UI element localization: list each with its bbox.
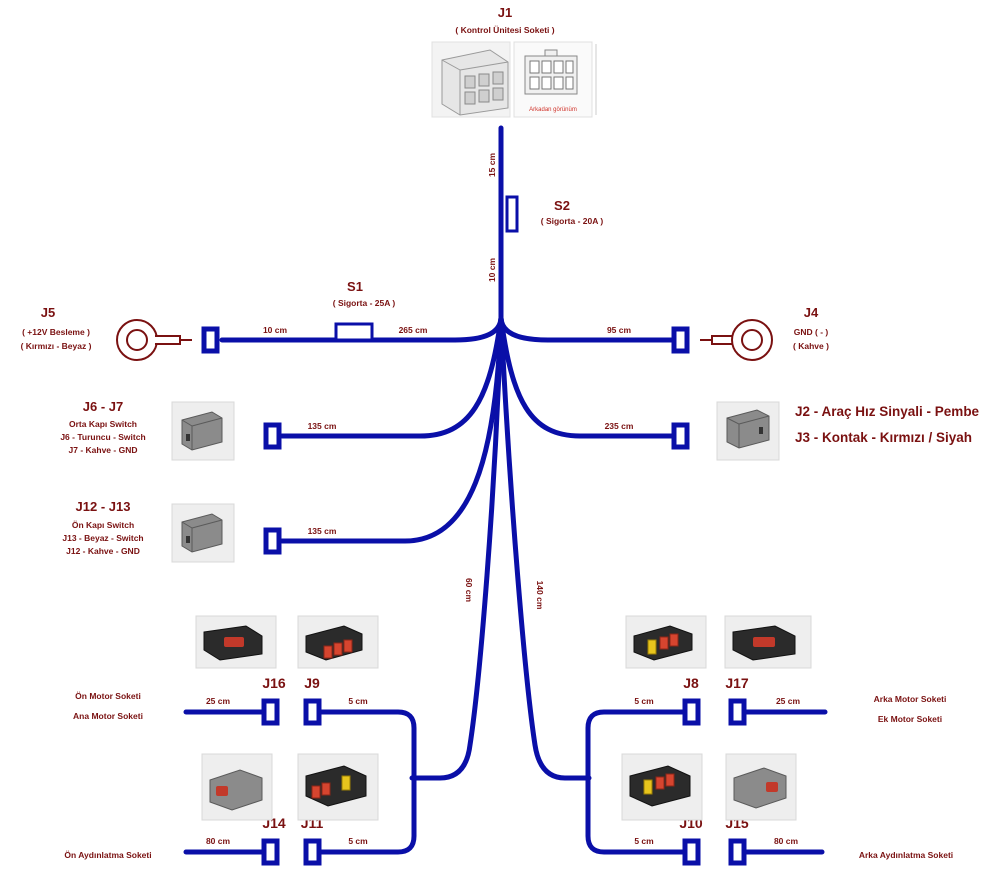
length-j5-a: 10 cm	[263, 325, 288, 335]
j2-j3-terminal	[671, 422, 690, 450]
j1-rear-view-image	[513, 41, 597, 118]
j2-j3-wire	[498, 315, 675, 439]
s2-label: S2	[554, 198, 570, 213]
length-j16: 25 cm	[206, 696, 231, 706]
j12-j13-connector-image	[171, 503, 235, 563]
j1-desc: ( Kontrol Ünitesi Soketi )	[455, 25, 554, 35]
j8-connector-image	[625, 615, 707, 669]
left-lower-trunk-wire	[409, 315, 504, 781]
j16-label: J16	[262, 675, 286, 691]
j4-line2: ( Kahve )	[793, 341, 829, 351]
length-j1-trunk: 15 cm	[487, 153, 497, 178]
on-motor-soketi-label: Ön Motor Soketi	[75, 691, 141, 701]
length-j5-b: 265 cm	[399, 325, 428, 335]
j14-terminal	[261, 838, 280, 866]
length-right-trunk: 140 cm	[535, 581, 545, 610]
j5-line2: ( Kırmızı - Beyaz )	[21, 341, 92, 351]
length-j14: 80 cm	[206, 836, 231, 846]
j4-wire	[498, 315, 675, 343]
length-j15: 80 cm	[774, 836, 799, 846]
j16-connector-image	[195, 615, 277, 669]
j6-j7-line2: J6 - Turuncu - Switch	[60, 432, 145, 442]
ring-terminal-icon	[700, 319, 773, 361]
j17-terminal	[728, 698, 747, 726]
j10-terminal	[682, 838, 701, 866]
s1-fuse	[334, 322, 374, 342]
j9-label: J9	[304, 675, 320, 691]
j10-connector-image	[621, 753, 703, 821]
length-j8: 5 cm	[634, 696, 654, 706]
j5-terminal	[201, 326, 220, 354]
j2-j3-line2: J3 - Kontak - Kırmızı / Siyah	[795, 430, 972, 445]
on-aydinlatma-soketi-label: Ön Aydınlatma Soketi	[64, 850, 151, 860]
j11-connector-image	[297, 753, 379, 821]
j2-j3-connector-image	[716, 401, 780, 461]
s1-label: S1	[347, 279, 363, 294]
j8-terminal	[682, 698, 701, 726]
j12-j13-line2: J13 - Beyaz - Switch	[62, 533, 143, 543]
j15-terminal	[728, 838, 747, 866]
right-lower-trunk-wire	[498, 315, 592, 781]
j17-label: J17	[725, 675, 749, 691]
j4-line1: GND ( - )	[794, 327, 829, 337]
j6-j7-wire	[279, 315, 504, 439]
j6-j7-line1: Orta Kapı Switch	[69, 419, 137, 429]
arka-aydinlatma-soketi-label: Arka Aydınlatma Soketi	[859, 850, 953, 860]
length-j2-j3: 235 cm	[605, 421, 634, 431]
length-j4: 95 cm	[607, 325, 632, 335]
j1-connector-image	[431, 41, 511, 118]
j4-label: J4	[804, 305, 819, 320]
j5-line1: ( +12V Besleme )	[22, 327, 90, 337]
j6-j7-terminal	[263, 422, 282, 450]
left-bus-wire	[315, 709, 417, 855]
length-j9: 5 cm	[348, 696, 368, 706]
j9-connector-image	[297, 615, 379, 669]
ek-motor-soketi-label: Ek Motor Soketi	[878, 714, 942, 724]
j1-rear-view-note: Arkadan görünüm	[529, 107, 577, 113]
j6-j7-line3: J7 - Kahve - GND	[69, 445, 138, 455]
j1-label: J1	[498, 5, 512, 20]
ring-terminal-icon	[116, 319, 192, 361]
j5-label: J5	[41, 305, 55, 320]
j6-j7-connector-image	[171, 401, 235, 461]
j12-j13-line1: Ön Kapı Switch	[72, 520, 134, 530]
j8-label: J8	[683, 675, 699, 691]
length-j17: 25 cm	[776, 696, 801, 706]
length-j10: 5 cm	[634, 836, 654, 846]
j12-j13-terminal	[263, 527, 282, 555]
length-j11: 5 cm	[348, 836, 368, 846]
length-trunk-after-s2: 10 cm	[487, 258, 497, 283]
s1-desc: ( Sigorta - 25A )	[333, 298, 396, 308]
j12-j13-line3: J12 - Kahve - GND	[66, 546, 140, 556]
length-left-trunk: 60 cm	[464, 578, 474, 603]
j17-connector-image	[724, 615, 812, 669]
j16-terminal	[261, 698, 280, 726]
j6-j7-label: J6 - J7	[83, 399, 123, 414]
j11-terminal	[303, 838, 322, 866]
ana-motor-soketi-label: Ana Motor Soketi	[73, 711, 143, 721]
j4-terminal	[671, 326, 690, 354]
s2-fuse	[505, 195, 519, 233]
j15-connector-image	[725, 753, 797, 821]
length-j12-j13: 135 cm	[308, 526, 337, 536]
right-bus-wire	[585, 709, 688, 855]
s2-desc: ( Sigorta - 20A )	[541, 216, 604, 226]
j9-terminal	[303, 698, 322, 726]
j2-j3-line1: J2 - Araç Hız Sinyali - Pembe	[795, 404, 980, 419]
j14-connector-image	[201, 753, 273, 821]
arka-motor-soketi-label: Arka Motor Soketi	[874, 694, 947, 704]
length-j6-j7: 135 cm	[308, 421, 337, 431]
j12-j13-label: J12 - J13	[76, 499, 131, 514]
